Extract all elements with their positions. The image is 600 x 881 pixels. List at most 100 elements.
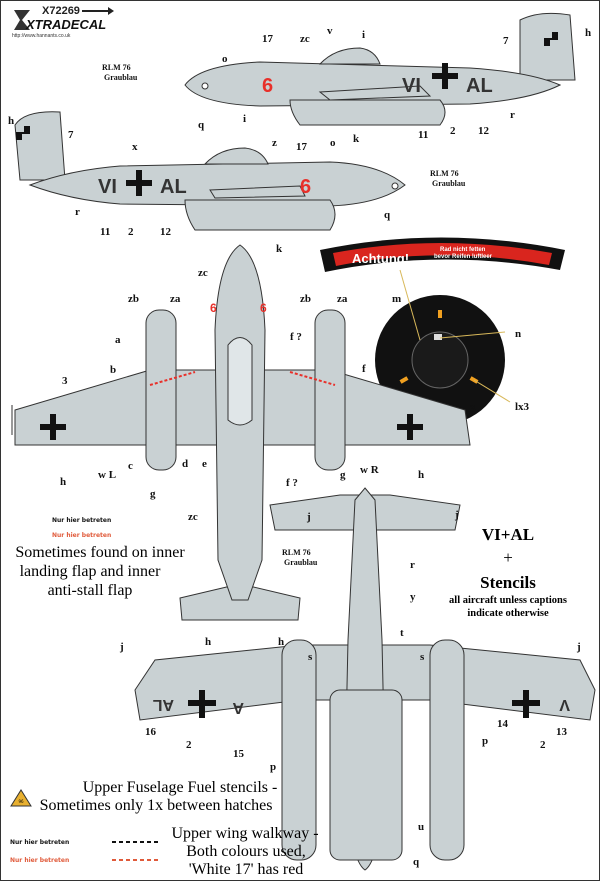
swastika-tail-1	[544, 32, 558, 46]
callout-label: Stencils	[480, 573, 536, 592]
callout-label: 3	[470, 403, 476, 415]
xtradecal-logo: X72269 XTRADECAL http://www.hannants.co.…	[12, 5, 114, 39]
callout-label: h	[205, 636, 211, 648]
callout-label: h	[418, 469, 424, 481]
callout-label: j	[306, 511, 311, 523]
callout-label: p	[482, 735, 488, 747]
callout-label: h	[60, 476, 66, 488]
callout-label: s	[308, 651, 313, 663]
callout-label: Upper Fuselage Fuel stencils -	[83, 779, 278, 796]
callout-label: VI+AL	[482, 525, 534, 544]
callout-label: Graublau	[284, 558, 318, 567]
callout-label: k	[276, 243, 283, 255]
callout-label: 11	[418, 129, 428, 141]
callout-label: u	[418, 821, 424, 833]
callout-label: q	[198, 119, 205, 131]
callout-label: h	[585, 27, 591, 39]
callout-label: b	[110, 364, 116, 376]
callout-label: 13	[556, 726, 568, 738]
callout-label: g	[340, 469, 346, 481]
balkenkreuz-1	[432, 63, 458, 89]
callout-label: v	[327, 25, 333, 37]
callout-label: RLM 76	[102, 63, 131, 72]
callout-label: Graublau	[104, 73, 138, 82]
callout-label: 2	[186, 739, 192, 751]
callout-label: d	[182, 458, 188, 470]
callout-label: 7	[503, 35, 509, 47]
callout-label: p	[270, 761, 276, 773]
callout-label: 2	[540, 739, 546, 751]
callout-label: +	[503, 548, 513, 567]
callout-label: Sometimes found on inner	[15, 544, 185, 561]
top-view: 6 6 zc zb za zb za a b f ? f 3 3 h w L c…	[11, 244, 476, 648]
bottom-view: AL A V RLM 76 Graublau j j r y t s s j j…	[119, 487, 596, 871]
callout-label: za	[337, 293, 348, 305]
side-view-port: VI AL 6 RLM 76 Graublau h 7 x z 17 o r 1…	[8, 111, 466, 255]
callout-label: n	[515, 328, 521, 340]
callout-label: Nur hier betreten	[52, 517, 111, 524]
callout-label: Rad nicht fetten	[440, 247, 486, 253]
callout-label: indicate otherwise	[467, 608, 549, 619]
callout-label: 'White 17' has red	[189, 861, 304, 878]
callout-label: i	[362, 29, 365, 41]
callout-label: 15	[233, 748, 245, 760]
callout-label: zb	[300, 293, 311, 305]
callout-label: Nur hier betreten	[52, 532, 111, 539]
callout-label: z	[272, 137, 277, 149]
callout-label: g	[150, 488, 156, 500]
callout-label: AL	[466, 75, 493, 97]
callout-label: i	[243, 113, 246, 125]
callout-label: r	[510, 109, 515, 121]
callout-label: VI	[402, 75, 421, 97]
callout-label: j	[119, 641, 124, 653]
callout-label: y	[410, 591, 416, 603]
callout-label: Nur hier betreten	[10, 857, 69, 864]
balkenkreuz-top-right	[397, 414, 423, 440]
callout-label: AL	[152, 696, 174, 713]
callout-label: RLM 76	[430, 169, 459, 178]
callout-label: s	[420, 651, 425, 663]
callout-label: 12	[478, 125, 490, 137]
callout-label: 12	[160, 226, 172, 238]
callout-label: X72269	[42, 5, 80, 17]
notes: Nur hier betreten Nur hier betreten Some…	[10, 517, 567, 878]
callout-label: q	[384, 209, 391, 221]
callout-label: a	[115, 334, 121, 346]
callout-label: 17	[296, 141, 308, 153]
callout-label: RLM 76	[282, 548, 311, 557]
callout-label: Sometimes only 1x between hatches	[40, 797, 273, 814]
callout-label: o	[222, 53, 228, 65]
callout-label: 17	[262, 33, 274, 45]
callout-label: anti-stall flap	[48, 582, 133, 599]
callout-label: A	[232, 699, 244, 716]
callout-label: 2	[128, 226, 134, 238]
callout-label: Graublau	[432, 179, 466, 188]
callout-label: o	[330, 137, 336, 149]
callout-label: h	[8, 115, 14, 127]
callout-label: c	[128, 460, 133, 472]
callout-label: 6	[300, 176, 311, 198]
callout-label: bevor Reifen luftleer	[434, 254, 493, 260]
callout-label: zb	[128, 293, 139, 305]
callout-label: all aircraft unless captions	[449, 595, 567, 606]
callout-label: 7	[68, 129, 74, 141]
callout-label: e	[202, 458, 207, 470]
callout-label: k	[353, 133, 360, 145]
callout-label: zc	[300, 33, 310, 45]
callout-label: f	[362, 363, 366, 375]
callout-label: 96	[18, 799, 24, 804]
callout-label: XTRADECAL	[25, 17, 106, 32]
callout-label: m	[392, 293, 401, 305]
callout-label: zc	[188, 511, 198, 523]
callout-label: landing flap and inner	[20, 563, 162, 580]
callout-label: 2	[450, 125, 456, 137]
callout-label: VI	[98, 176, 117, 198]
callout-label: 11	[100, 226, 110, 238]
callout-label: za	[170, 293, 181, 305]
callout-label: r	[75, 206, 80, 218]
callout-label: http://www.hannants.co.uk	[12, 33, 71, 39]
callout-label: zc	[198, 267, 208, 279]
callout-label: x	[132, 141, 138, 153]
callout-label: w R	[360, 464, 380, 476]
